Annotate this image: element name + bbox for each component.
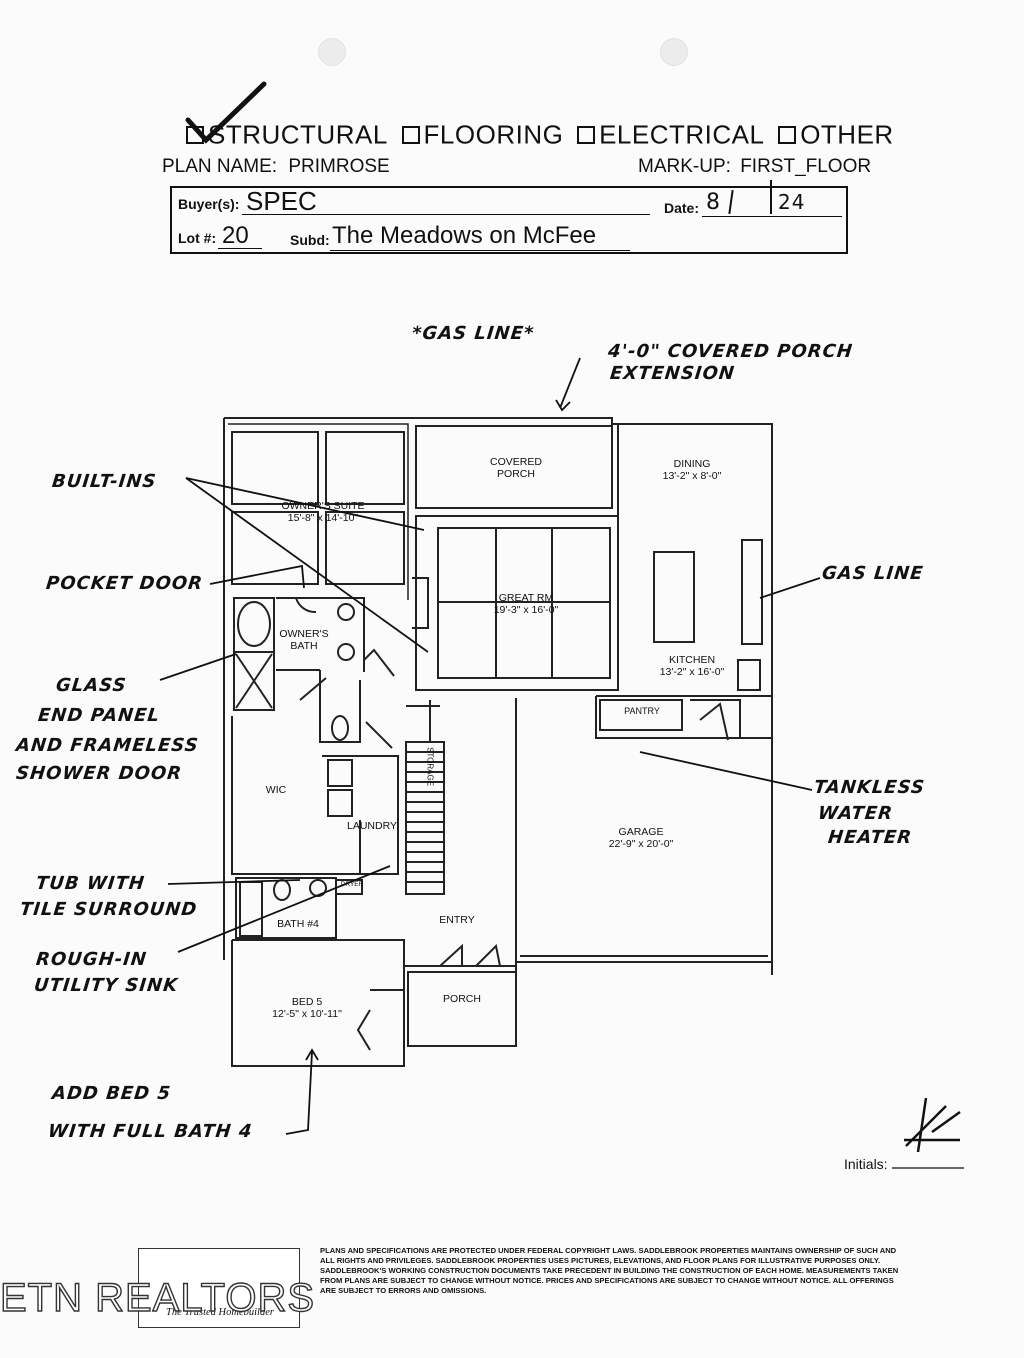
dining-dim: 13'-2" x 8'-0": [662, 470, 722, 483]
kitchen-room: KITCHEN 13'-2" x 16'-0": [640, 654, 744, 678]
initials-label: Initials:: [844, 1156, 888, 1172]
pocket-door-note: POCKET DOOR: [44, 573, 205, 594]
flooring-checkbox[interactable]: [401, 126, 420, 145]
bed5-room: BED 5 12'-5" x 10'-11": [252, 996, 362, 1020]
date-month: 8: [706, 190, 721, 215]
tankless-note-1: TANKLESS: [812, 777, 927, 798]
tub-note-1: TUB WITH: [34, 873, 146, 894]
kitchen-dim: 13'-2" x 16'-0": [659, 666, 725, 679]
gas-line-top-note: *GAS LINE*: [410, 323, 536, 344]
glass-note-4: SHOWER DOOR: [14, 763, 184, 784]
markup-value: FIRST_FLOOR: [740, 156, 872, 177]
electrical-label: ELECTRICAL: [599, 119, 765, 150]
owners-suite-dim: 15'-8" x 14'-10": [287, 512, 359, 525]
tankless-note-3: HEATER: [826, 827, 914, 848]
structural-checkbox[interactable]: [186, 126, 204, 145]
add-bed-note-2: WITH FULL BATH 4: [46, 1121, 254, 1142]
glass-note-2: END PANEL: [36, 705, 162, 726]
plan-name-label: PLAN NAME:: [162, 156, 278, 177]
markup-label: MARK-UP:: [638, 156, 731, 177]
buyer-label: Buyer(s):: [178, 196, 240, 212]
wic-label: WIC: [265, 784, 287, 796]
covered-porch-label-1: COVERED: [490, 456, 542, 468]
owners-suite-label: OWNER'S SUITE: [281, 500, 365, 512]
garage-room: GARAGE 22'-9" x 20'-0": [586, 826, 696, 850]
great-rm-label: GREAT RM: [498, 592, 554, 604]
covered-porch-room: COVERED PORCH: [476, 456, 556, 480]
rough-in-note-2: UTILITY SINK: [32, 975, 180, 996]
rough-in-note-1: ROUGH-IN: [34, 949, 149, 970]
logo-tagline: The Trusted Homebuilder: [166, 1307, 274, 1318]
flooring-label: FLOORING: [423, 119, 564, 150]
glass-note-1: GLASS: [54, 675, 128, 696]
glass-note-3: AND FRAMELESS: [14, 735, 200, 756]
category-checkboxes: STRUCTURAL FLOORING ELECTRICAL OTHER: [180, 118, 894, 151]
great-rm-dim: 19'-3" x 16'-0": [493, 604, 559, 617]
copyright-notice: PLANS AND SPECIFICATIONS ARE PROTECTED U…: [320, 1246, 899, 1296]
other-label: OTHER: [800, 119, 894, 150]
subd-label: Subd:: [290, 232, 330, 248]
buyer-value: SPEC: [246, 186, 317, 216]
bed5-label: BED 5: [291, 996, 323, 1008]
tankless-note-2: WATER: [816, 803, 895, 824]
bath4-label: BATH #4: [277, 918, 319, 930]
builder-logo: The Trusted Homebuilder: [138, 1248, 300, 1328]
lot-value: 20: [222, 222, 249, 249]
owners-bath-label-1: OWNER'S: [279, 628, 329, 640]
date-label: Date:: [664, 200, 700, 216]
built-ins-note: BUILT-INS: [50, 471, 158, 492]
electrical-checkbox[interactable]: [577, 126, 596, 145]
storage-label: STORAGE: [425, 747, 435, 787]
watermark-text: ETN REALTORS: [0, 1275, 316, 1320]
buyer-info-box: Buyer(s): SPEC Date: 8 24 Lot #: 20 Subd…: [170, 180, 848, 254]
subd-value: The Meadows on McFee: [332, 222, 597, 249]
owners-bath-room: OWNER'S BATH: [272, 628, 336, 652]
porch-label: PORCH: [443, 993, 481, 1005]
kitchen-label: KITCHEN: [668, 654, 716, 666]
structural-label: STRUCTURAL: [208, 119, 388, 150]
covered-porch-label-2: PORCH: [497, 468, 535, 481]
dining-label: DINING: [673, 458, 711, 470]
other-checkbox[interactable]: [778, 126, 797, 145]
great-room: GREAT RM 19'-3" x 16'-0": [474, 592, 578, 616]
date-year: 24: [778, 190, 806, 214]
laundry-label: LAUNDRY: [347, 820, 397, 832]
owners-bath-label-2: BATH: [290, 640, 318, 653]
covered-porch-extension-note-1: 4'-0" COVERED PORCH: [606, 341, 854, 362]
lot-label: Lot #:: [178, 230, 217, 246]
plan-name-line: PLAN NAME: PRIMROSE: [162, 156, 390, 178]
dining-room: DINING 13'-2" x 8'-0": [640, 458, 744, 482]
garage-dim: 22'-9" x 20'-0": [608, 838, 674, 851]
covered-porch-extension-note-2: EXTENSION: [608, 363, 737, 384]
add-bed-note-1: ADD BED 5: [50, 1083, 173, 1104]
bed5-dim: 12'-5" x 10'-11": [272, 1008, 342, 1021]
entry-label: ENTRY: [439, 914, 475, 926]
pantry-label: PANTRY: [624, 706, 660, 716]
tub-note-2: TILE SURROUND: [18, 899, 199, 920]
garage-label: GARAGE: [618, 826, 664, 838]
owners-suite-room: OWNER'S SUITE 15'-8" x 14'-10": [268, 500, 378, 524]
punch-hole-right: [660, 38, 688, 66]
markup-line: MARK-UP: FIRST_FLOOR: [638, 156, 871, 178]
gas-line-right-note: GAS LINE: [820, 563, 925, 584]
dryer-label: DRYER: [340, 881, 364, 888]
punch-hole-left: [318, 38, 346, 66]
plan-name-value: PRIMROSE: [288, 156, 390, 177]
